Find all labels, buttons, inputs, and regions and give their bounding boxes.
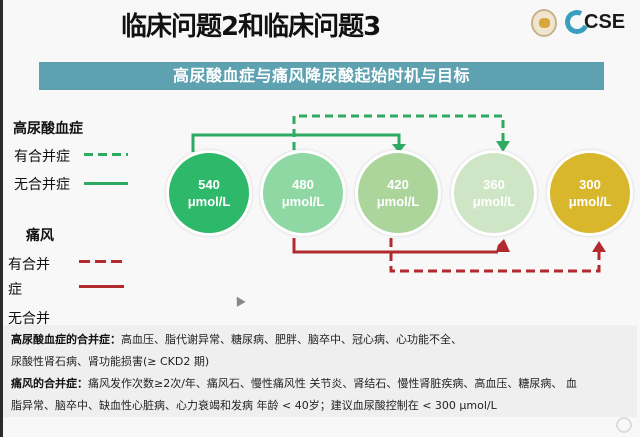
target-circle-540: 540 μmol/L (166, 150, 252, 236)
target-circle-360: 360 μmol/L (451, 150, 537, 236)
legend-heading-gout: 痛风 (26, 228, 54, 244)
legend-heading-hyperuricemia: 高尿酸血症 (13, 121, 83, 137)
note-hyper-line-1: 高尿酸血症的合并症：高血压、脂代谢异常、糖尿病、肥胖、脑卒中、冠心病、心功能不全… (11, 331, 462, 347)
target-circle-420: 420 μmol/L (355, 150, 441, 236)
circle-value: 300 (579, 177, 601, 192)
legend-label-hyper-with: 有合并症 (14, 149, 70, 165)
circle-unit: μmol/L (472, 194, 516, 209)
legend-dashed-green-line (84, 153, 128, 156)
circle-unit: μmol/L (376, 194, 420, 209)
note-hyper-text-2: 尿酸性肾石病、肾功能损害(≥ CKD2 期) (11, 355, 210, 368)
red-solid-arrow (292, 238, 498, 254)
note-gout-line-1: 痛风的合并症：痛风发作次数≥2次/年、痛风石、慢性痛风性 关节炎、肾结石、慢性肾… (11, 375, 577, 391)
legend-label-gout-with-2: 症 (8, 282, 22, 298)
legend-solid-red-line (79, 285, 124, 288)
society-seal-logo-icon (531, 9, 557, 37)
page-title: 临床问题2和临床问题3 (121, 12, 381, 42)
arrowhead-down-icon (496, 141, 510, 152)
legend-label-gout-without-partial: 无合并 (8, 311, 50, 327)
cse-logo-text: CSE (584, 10, 626, 33)
corner-overlay-circle-icon[interactable] (616, 417, 632, 433)
target-circle-300: 300 μmol/L (547, 150, 633, 236)
note-gout-text-2: 脂异常、脑卒中、缺血性心脏病、心力衰竭和发病 年龄 < 40岁；建议血尿酸控制在… (11, 399, 497, 412)
comorbidity-notes: 高尿酸血症的合并症：高血压、脂代谢异常、糖尿病、肥胖、脑卒中、冠心病、心功能不全… (3, 325, 637, 417)
diagram-connectors (191, 114, 606, 273)
arrowhead-up-icon (592, 241, 606, 252)
note-hyper-text-1: 高血压、脂代谢异常、糖尿病、肥胖、脑卒中、冠心病、心功能不全、 (121, 333, 462, 346)
legend-label-gout-with-1: 有合并 (8, 257, 50, 273)
legend-label-hyper-without: 无合并症 (14, 177, 70, 193)
circle-value: 540 (198, 177, 220, 192)
circle-unit: μmol/L (187, 194, 231, 209)
note-gout-text-1: 痛风发作次数≥2次/年、痛风石、慢性痛风性 关节炎、肾结石、慢性肾脏疾病、高血压… (88, 377, 577, 390)
note-gout-label: 痛风的合并症： (11, 377, 88, 390)
arrowhead-down-icon (392, 144, 406, 153)
legend-solid-green-line (84, 182, 128, 185)
circle-value: 480 (292, 177, 314, 192)
note-hyper-label: 高尿酸血症的合并症： (11, 333, 121, 346)
section-banner: 高尿酸血症与痛风降尿酸起始时机与目标 (39, 62, 604, 90)
green-dashed-arrow (292, 114, 505, 150)
cse-logo: CSE (561, 6, 626, 38)
circle-value: 360 (483, 177, 505, 192)
legend-dashed-red-line (79, 260, 124, 263)
circle-value: 420 (387, 177, 409, 192)
circle-unit: μmol/L (568, 194, 612, 209)
green-solid-arrow (191, 133, 401, 152)
window-left-edge (0, 0, 3, 437)
arrowhead-up-icon (496, 239, 510, 252)
target-circle-480: 480 μmol/L (260, 150, 346, 236)
circle-unit: μmol/L (281, 194, 325, 209)
red-dashed-arrow (389, 238, 601, 273)
